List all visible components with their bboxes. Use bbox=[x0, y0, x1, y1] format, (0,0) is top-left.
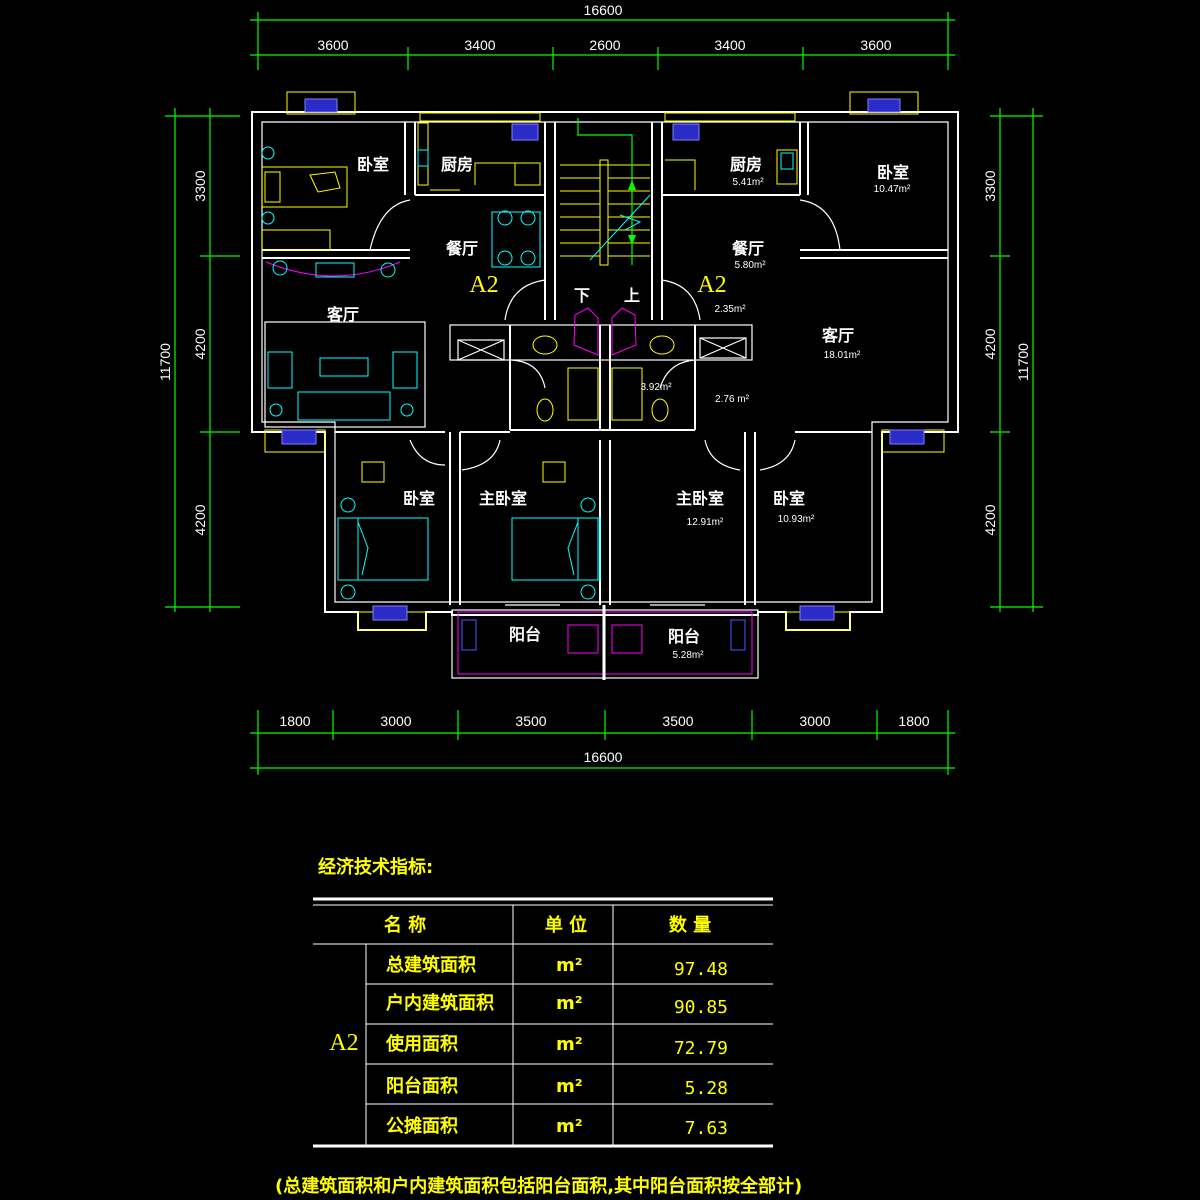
stair-label-up: 上 bbox=[624, 286, 640, 305]
room-label-right-living: 客厅 bbox=[822, 326, 854, 345]
left-dimension-3: 4200 bbox=[192, 504, 208, 535]
area-right-bedroom-top: 10.47m² bbox=[874, 184, 911, 195]
table-row-5-value: 7.63 bbox=[685, 1118, 728, 1139]
furniture-left-bedroom bbox=[261, 146, 348, 251]
room-label-right-bedroom-top: 卧室 bbox=[877, 163, 909, 182]
bottom-dimension-3: 3500 bbox=[515, 713, 546, 729]
table-row-2-unit: m² bbox=[556, 993, 583, 1014]
table-row-3-value: 72.79 bbox=[674, 1038, 728, 1059]
room-label-left-bedroom-bottom: 卧室 bbox=[403, 489, 435, 508]
door-swings bbox=[369, 199, 841, 471]
left-dimension-2: 4200 bbox=[192, 328, 208, 359]
table-row-1-unit: m² bbox=[556, 955, 583, 976]
right-total-dimension: 11700 bbox=[1015, 343, 1031, 381]
room-label-left-bedroom-top: 卧室 bbox=[357, 155, 389, 174]
table-header-unit: 单 位 bbox=[545, 914, 587, 936]
left-dimension-1: 3300 bbox=[192, 170, 208, 201]
top-dimension-lines bbox=[250, 12, 955, 70]
table-title: 经济技术指标: bbox=[318, 856, 433, 878]
area-corridor: 2.35m² bbox=[714, 304, 746, 315]
room-label-left-kitchen: 厨房 bbox=[441, 155, 473, 174]
bottom-dimension-4: 3500 bbox=[662, 713, 693, 729]
room-label-left-dining: 餐厅 bbox=[445, 239, 478, 258]
top-dimension-2: 3400 bbox=[464, 37, 495, 53]
area-right-master: 12.91m² bbox=[687, 517, 724, 528]
unit-tag-left: A2 bbox=[469, 272, 498, 298]
area-right-dining: 5.80m² bbox=[734, 260, 766, 271]
bottom-dimension-2: 3000 bbox=[380, 713, 411, 729]
room-label-right-dining: 餐厅 bbox=[731, 239, 764, 258]
room-label-left-master: 主卧室 bbox=[479, 489, 527, 508]
area-right-balcony: 5.28m² bbox=[672, 650, 704, 661]
right-dimension-lines bbox=[990, 108, 1043, 612]
furniture-bathrooms bbox=[532, 335, 675, 422]
table-row-4-name: 阳台面积 bbox=[386, 1075, 458, 1097]
top-dimension-5: 3600 bbox=[860, 37, 891, 53]
balcony-railings bbox=[451, 604, 759, 680]
bottom-dimension-6: 1800 bbox=[898, 713, 929, 729]
furniture-left-dining bbox=[491, 210, 541, 268]
right-dimension-3: 4200 bbox=[982, 504, 998, 535]
table-row-4-value: 5.28 bbox=[685, 1078, 728, 1099]
interior-walls bbox=[262, 122, 948, 605]
room-label-left-living: 客厅 bbox=[327, 305, 359, 324]
table-row-2-value: 90.85 bbox=[674, 997, 728, 1018]
table-row-1-value: 97.48 bbox=[674, 959, 728, 980]
table-row-2-name: 户内建筑面积 bbox=[386, 992, 494, 1014]
area-right-living: 18.01m² bbox=[824, 350, 861, 361]
furniture-lower-bedrooms bbox=[337, 461, 601, 600]
table-grid bbox=[313, 897, 773, 1148]
table-footnote: (总建筑面积和户内建筑面积包括阳台面积,其中阳台面积按全部计) bbox=[275, 1175, 802, 1197]
table-group-label: A2 bbox=[329, 1030, 358, 1056]
left-total-dimension: 11700 bbox=[157, 343, 173, 381]
windows bbox=[264, 91, 945, 631]
right-dimension-2: 4200 bbox=[982, 328, 998, 359]
furniture-left-kitchen bbox=[417, 122, 541, 191]
right-dimension-1: 3300 bbox=[982, 170, 998, 201]
top-dimension-3: 2600 bbox=[589, 37, 620, 53]
table-row-3-name: 使用面积 bbox=[385, 1034, 458, 1055]
stair-label-down: 下 bbox=[574, 286, 590, 305]
top-dimension-4: 3400 bbox=[714, 37, 745, 53]
unit-tag-right: A2 bbox=[697, 272, 726, 298]
room-label-right-bedroom-bottom: 卧室 bbox=[773, 489, 805, 508]
area-bathroom: 3.92m² bbox=[640, 382, 672, 393]
table-row-1-name: 总建筑面积 bbox=[386, 954, 476, 976]
bottom-dimension-lines bbox=[250, 710, 955, 775]
top-dimension-1: 3600 bbox=[317, 37, 348, 53]
left-dimension-lines bbox=[165, 108, 240, 612]
room-label-left-balcony: 阳台 bbox=[509, 625, 541, 644]
bottom-total-dimension: 16600 bbox=[584, 749, 623, 765]
table-row-4-unit: m² bbox=[556, 1076, 583, 1097]
furniture-right-kitchen bbox=[665, 149, 798, 190]
table-row-5-name: 公摊面积 bbox=[386, 1115, 458, 1137]
bottom-dimension-1: 1800 bbox=[279, 713, 310, 729]
bottom-dimension-5: 3000 bbox=[799, 713, 830, 729]
stairwell bbox=[560, 118, 651, 356]
area-right-kitchen: 5.41m² bbox=[732, 177, 764, 188]
room-label-right-balcony: 阳台 bbox=[668, 627, 700, 646]
room-label-right-master: 主卧室 bbox=[676, 489, 724, 508]
table-row-5-unit: m² bbox=[556, 1116, 583, 1137]
area-hall: 2.76 m² bbox=[715, 394, 750, 405]
furniture-left-living bbox=[264, 260, 426, 428]
table-header-quantity: 数 量 bbox=[669, 914, 711, 936]
area-right-bedroom-bottom: 10.93m² bbox=[778, 514, 815, 525]
table-row-3-unit: m² bbox=[556, 1034, 583, 1055]
room-label-right-kitchen: 厨房 bbox=[730, 155, 762, 174]
top-total-dimension: 16600 bbox=[584, 2, 623, 18]
table-header-name: 名 称 bbox=[384, 914, 426, 936]
